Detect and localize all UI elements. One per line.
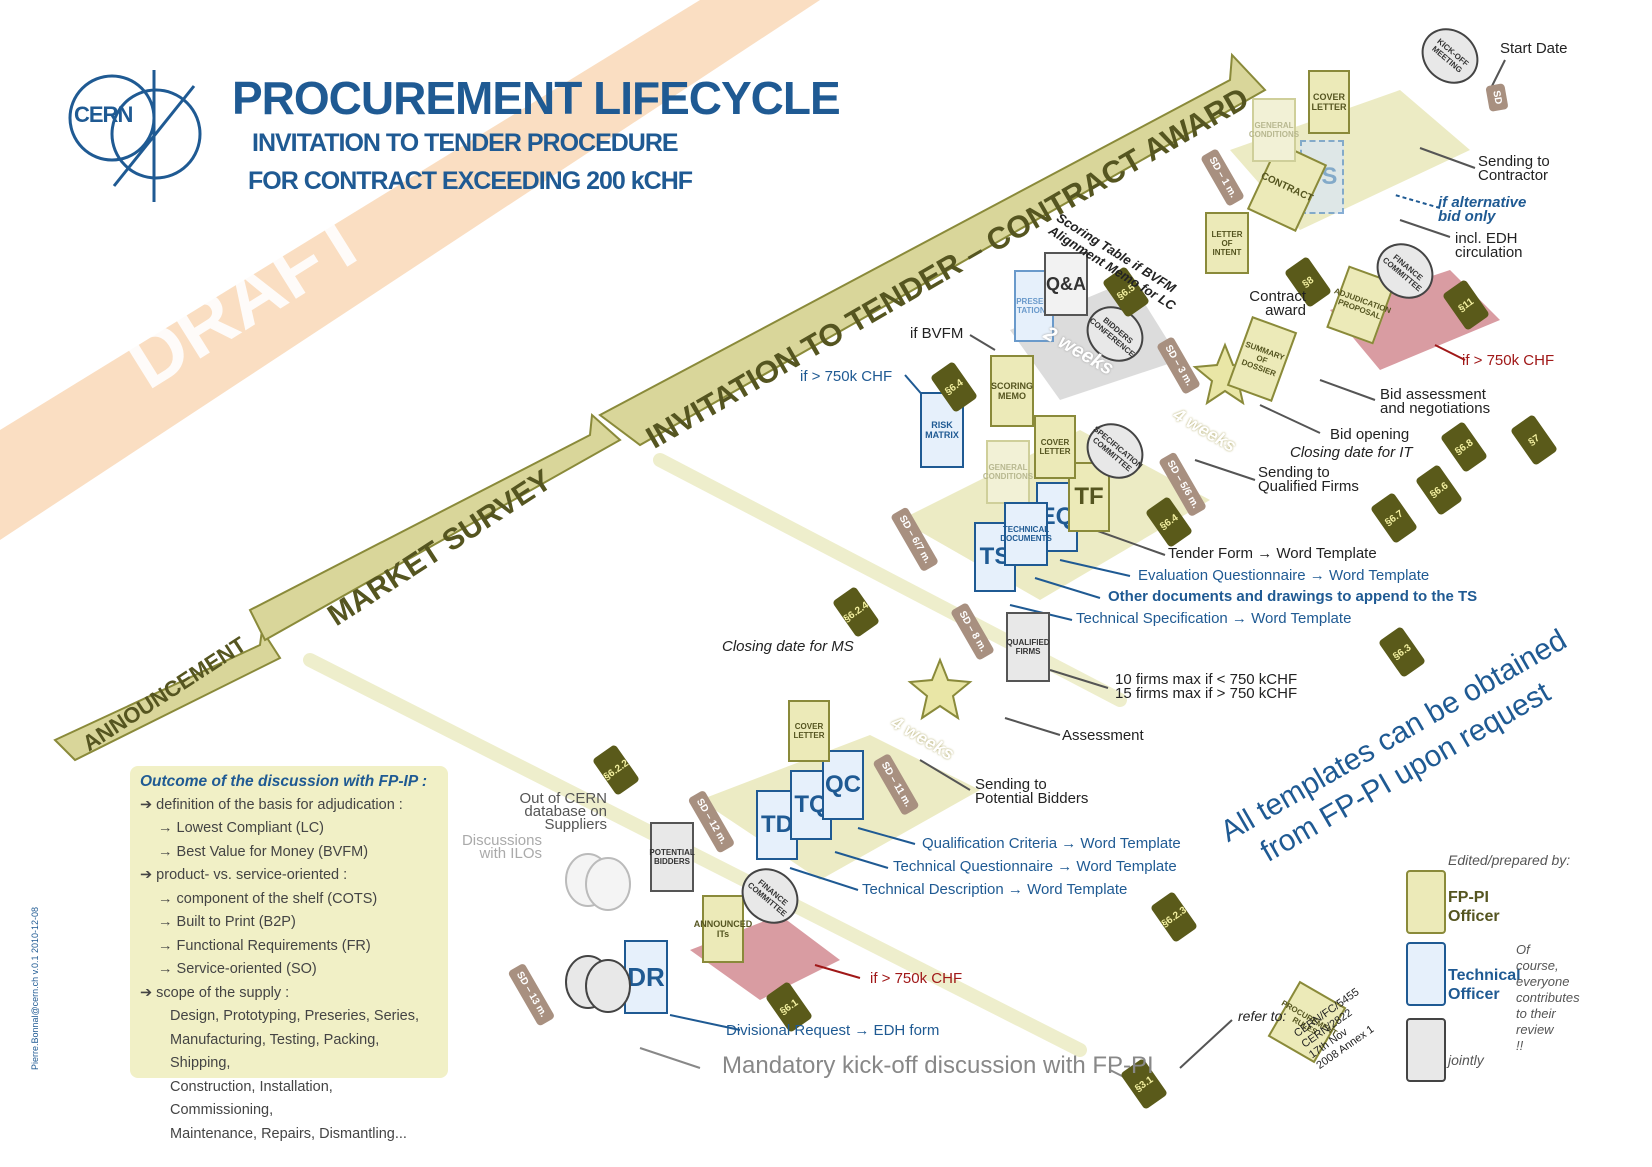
label-incl-edh: incl. EDH circulation xyxy=(1455,230,1523,261)
announcement-arrow xyxy=(53,627,282,762)
outcome-line: Design, Prototyping, Preseries, Series, xyxy=(170,1008,420,1024)
page-subtitle-1: INVITATION TO TENDER PROCEDURE xyxy=(252,129,679,157)
outcome-line: Manufacturing, Testing, Packing, Shippin… xyxy=(170,1031,380,1072)
label-start-date: Start Date xyxy=(1500,40,1568,57)
doc-announced-its: ANNOUNCED ITs xyxy=(694,895,752,963)
outcome-line: ➔ product- vs. service-oriented : xyxy=(140,867,348,883)
doc-technical-documents: TECHNICAL DOCUMENTS xyxy=(1000,502,1052,566)
label-technical-specification: Technical Specification → Word Template xyxy=(1076,610,1352,627)
outcome-line: ➔ scope of the supply : xyxy=(140,984,290,1001)
outcome-heading: Outcome of the discussion with FP-IP : xyxy=(140,773,428,790)
label-bid-opening: Bid opening xyxy=(1330,426,1410,443)
outcome-line: → Lowest Compliant (LC) xyxy=(158,820,324,836)
legend-technical-swatch xyxy=(1406,942,1446,1006)
legend-title: Edited/prepared by: xyxy=(1448,852,1571,868)
doc-cover-letter-contract: COVER LETTER xyxy=(1308,70,1350,134)
label-discussions-ilos: Discussions with ILOs xyxy=(461,832,542,862)
outcome-line: → Service-oriented (SO) xyxy=(158,961,317,977)
label-fifteen-firms: 15 firms max if > 750 kCHF xyxy=(1115,685,1298,702)
cern-logo-text: CERN xyxy=(74,102,133,127)
label-sending-contractor: Sending to Contractor xyxy=(1478,153,1550,184)
doc-qualified-firms: QUALIFIED FIRMS xyxy=(1006,612,1050,682)
label-if-750-left: if > 750k CHF xyxy=(800,368,893,385)
draft-band xyxy=(0,0,820,540)
market-survey-arrow xyxy=(248,412,622,642)
cern-logo xyxy=(68,70,202,202)
doc-dr: DR xyxy=(624,940,668,1014)
doc-qa: Q&A xyxy=(1044,252,1088,316)
legend-fp-pi-swatch xyxy=(1406,870,1446,934)
label-ten-firms: 10 firms max if < 750 kCHF xyxy=(1115,671,1298,688)
label-qualification-criteria: Qualification Criteria → Word Template xyxy=(922,835,1181,852)
label-contract-award: Contract award xyxy=(1249,288,1306,319)
legend-note: Of course, everyone contributes to their… xyxy=(1516,942,1580,1053)
label-technical-questionnaire: Technical Questionnaire → Word Template xyxy=(893,858,1177,875)
label-tender-form: Tender Form → Word Template xyxy=(1168,545,1377,562)
page-title: PROCUREMENT LIFECYCLE xyxy=(232,72,841,124)
outcome-line: → component of the shelf (COTS) xyxy=(158,890,378,907)
label-if-alternative: if alternative bid only xyxy=(1438,194,1527,225)
label-closing-date-it: Closing date for IT xyxy=(1290,444,1413,461)
label-evaluation-questionnaire: Evaluation Questionnaire → Word Template xyxy=(1138,567,1430,584)
doc-potential-bidders: POTENTIAL BIDDERS xyxy=(649,822,695,892)
label-sending-potential: Sending to Potential Bidders xyxy=(975,776,1089,807)
legend-jointly-swatch xyxy=(1406,1018,1446,1082)
label-technical-description: Technical Description → Word Template xyxy=(862,881,1128,898)
outcome-line: → Functional Requirements (FR) xyxy=(158,937,371,954)
label-refer-to: refer to: xyxy=(1238,1008,1287,1024)
discussion-bubbles-icon xyxy=(565,853,631,1013)
outcome-lines: ➔ definition of the basis for adjudicati… xyxy=(140,794,438,1147)
page-subtitle-2: FOR CONTRACT EXCEEDING 200 kCHF xyxy=(248,167,693,195)
doc-letter-of-intent: LETTER OF INTENT xyxy=(1205,212,1249,274)
doc-scoring-memo: SCORING MEMO xyxy=(990,355,1034,427)
doc-cover-letter-itt: COVER LETTER xyxy=(1034,415,1076,479)
outcome-line: ➔ definition of the basis for adjudicati… xyxy=(140,796,403,813)
outcome-line: → Built to Print (B2P) xyxy=(158,914,296,930)
itt-arrow xyxy=(598,52,1267,447)
legend-jointly: jointly xyxy=(1448,1052,1484,1068)
outcome-line: → Best Value for Money (BVFM) xyxy=(158,843,369,860)
label-if-750-bottom: if > 750k CHF xyxy=(870,970,963,987)
label-sending-qualified: Sending to Qualified Firms xyxy=(1258,464,1359,495)
legend-technical: Technical Officer xyxy=(1448,967,1521,1003)
label-if-750-top: if > 750k CHF xyxy=(1462,352,1555,369)
outcome-box: Outcome of the discussion with FP-IP : ➔… xyxy=(130,766,448,1142)
ms-closing-star xyxy=(907,657,973,721)
footer-author-version: Pierre.Bonnal@cern.ch v.0.1 2010-12-08 xyxy=(30,906,40,1070)
label-if-bvfm: if BVFM xyxy=(910,325,964,342)
label-bid-assessment: Bid assessment and negotiations xyxy=(1380,386,1491,417)
label-assessment: Assessment xyxy=(1062,727,1144,744)
label-closing-date-ms: Closing date for MS xyxy=(722,638,854,655)
legend-fp-pi: FP-PI Officer xyxy=(1448,889,1500,925)
outcome-line: Maintenance, Repairs, Dismantling... xyxy=(170,1125,407,1142)
label-other-documents: Other documents and drawings to append t… xyxy=(1108,588,1478,605)
doc-cover-letter-ms: COVER LETTER xyxy=(788,700,830,762)
doc-general-conditions-itt: GENERAL CONDITIONS xyxy=(983,440,1033,504)
label-mandatory-kickoff: Mandatory kick-off discussion with FP-PI xyxy=(722,1052,1154,1079)
outcome-line: Construction, Installation, Commissionin… xyxy=(170,1078,333,1119)
label-divisional-request: Divisional Request → EDH form xyxy=(726,1022,940,1039)
label-out-of-cern: Out of CERN database on Suppliers xyxy=(519,790,607,833)
doc-general-conditions-contract: GENERAL CONDITIONS xyxy=(1249,98,1299,162)
